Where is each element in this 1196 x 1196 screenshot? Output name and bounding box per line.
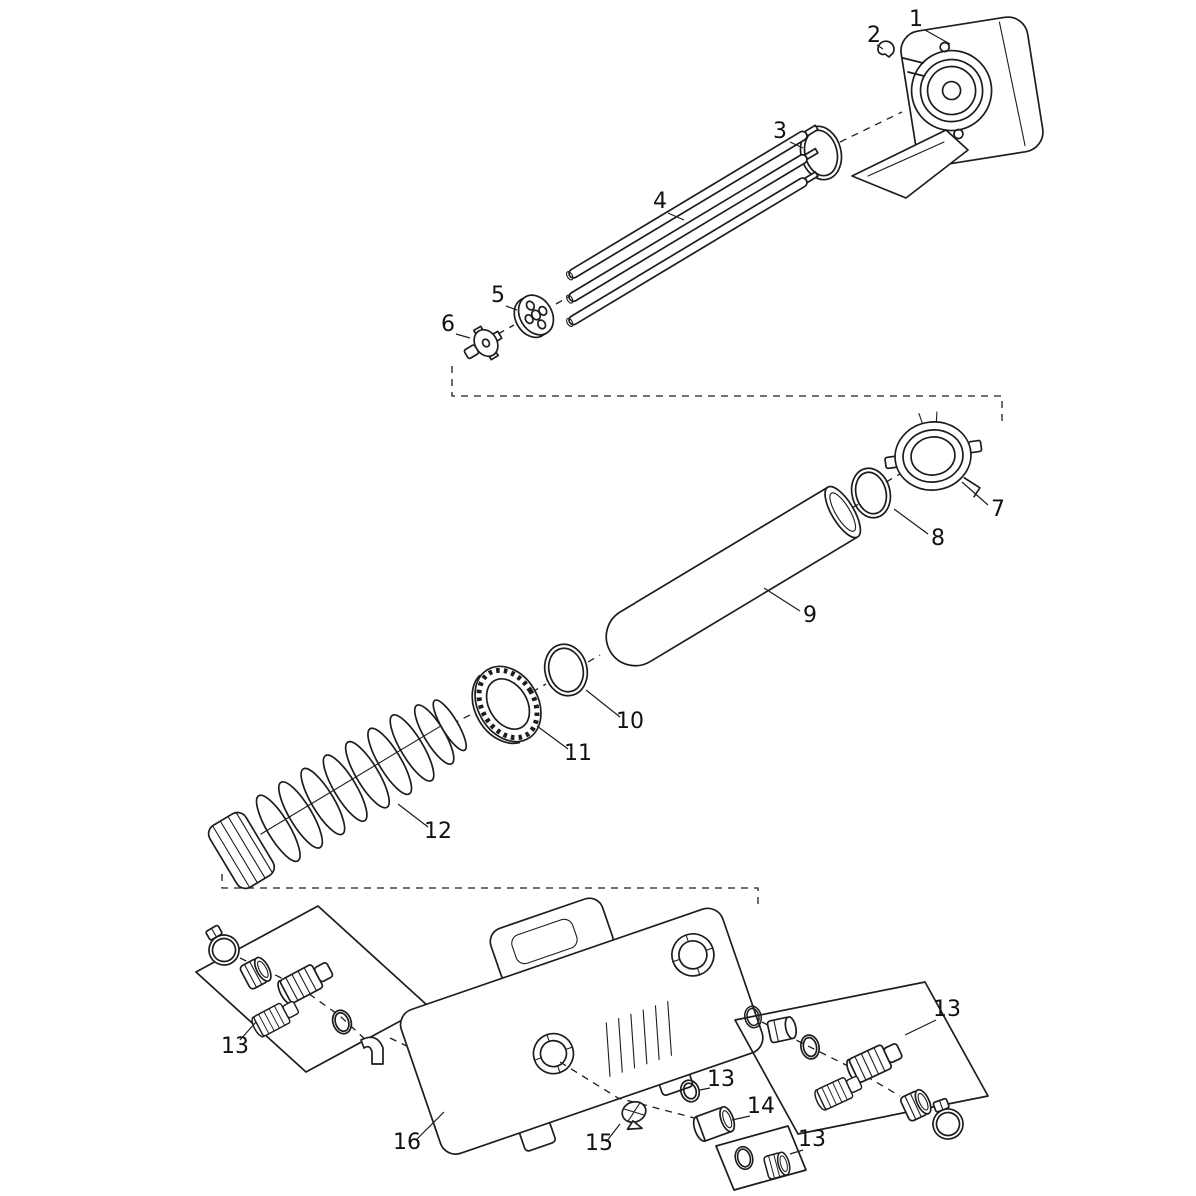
part-label-16: 16: [393, 1130, 421, 1155]
part-o-ring-bayonet: [850, 467, 892, 519]
part-label-12: 12: [424, 819, 452, 844]
part-washer-middle: [679, 1079, 701, 1103]
part-cleaning-rotor-spiral: [207, 699, 468, 890]
part-label-3: 3: [773, 119, 787, 144]
axis-dash-3-1: [839, 111, 903, 143]
part-clamping-ring: [471, 665, 542, 745]
latch-pin: [902, 57, 925, 77]
part-bayonet-ring: [884, 411, 983, 498]
part-label-13-left: 13: [221, 1034, 249, 1059]
assembly-dashed-connector-top: [451, 366, 1003, 424]
part-o-ring-glass: [543, 643, 589, 697]
union-nut: [898, 1086, 935, 1123]
hose-tail-small: [248, 996, 302, 1040]
part-hose-kit-bottom: [715, 1125, 807, 1191]
leader-lines: [239, 29, 989, 1155]
part-label-15: 15: [585, 1131, 613, 1156]
part-label-11: 11: [564, 741, 592, 766]
o-ring-small: [328, 1006, 356, 1038]
part-label-5: 5: [491, 283, 505, 308]
part-label-1: 1: [909, 7, 923, 32]
vent-grille: [605, 1001, 672, 1078]
hose-clamp: [924, 1094, 969, 1145]
part-flow-impeller: [621, 1100, 647, 1131]
assembly-dashed-connector-bottom: [221, 874, 759, 908]
dash-inlet-parts: [559, 1061, 703, 1121]
part-label-8: 8: [931, 526, 945, 551]
hose-tail-small: [811, 1071, 865, 1113]
part-head-unit: [851, 16, 1044, 199]
hose-tail-large: [274, 956, 337, 1008]
o-ring-small: [731, 1143, 757, 1173]
tap-adapter: [766, 1016, 798, 1044]
part-uvc-lamp-tubes: [565, 124, 819, 328]
hose-clamp: [197, 919, 246, 972]
part-label-13-bottom: 13: [798, 1127, 826, 1152]
elbow-connector: [360, 1036, 384, 1065]
axis-dash-8-7: [885, 473, 901, 483]
part-spacer-disc: [513, 294, 555, 339]
part-housing-body: [399, 897, 764, 1155]
part-lamp-holder: [463, 325, 503, 361]
axis-dash-10-9: [587, 654, 601, 663]
part-label-6: 6: [441, 312, 455, 337]
part-quartz-glass-tube: [605, 485, 862, 667]
axis-dash-9-8: [851, 501, 863, 509]
outlet-port: [671, 933, 715, 977]
part-label-9: 9: [803, 603, 817, 628]
part-label-10: 10: [616, 709, 644, 734]
part-hose-kit-right: [734, 981, 989, 1145]
part-label-14: 14: [747, 1094, 775, 1119]
head-bracket: [851, 129, 969, 199]
union-nut: [762, 1150, 793, 1181]
part-connector-sleeve: [692, 1105, 736, 1143]
part-label-2: 2: [867, 23, 881, 48]
axis-dash-6-5: [497, 324, 515, 335]
part-retaining-clip: [877, 40, 895, 58]
part-label-7: 7: [991, 497, 1005, 522]
part-label-4: 4: [653, 189, 667, 214]
part-label-13-middle: 13: [707, 1067, 735, 1092]
part-label-13-right: 13: [933, 997, 961, 1022]
